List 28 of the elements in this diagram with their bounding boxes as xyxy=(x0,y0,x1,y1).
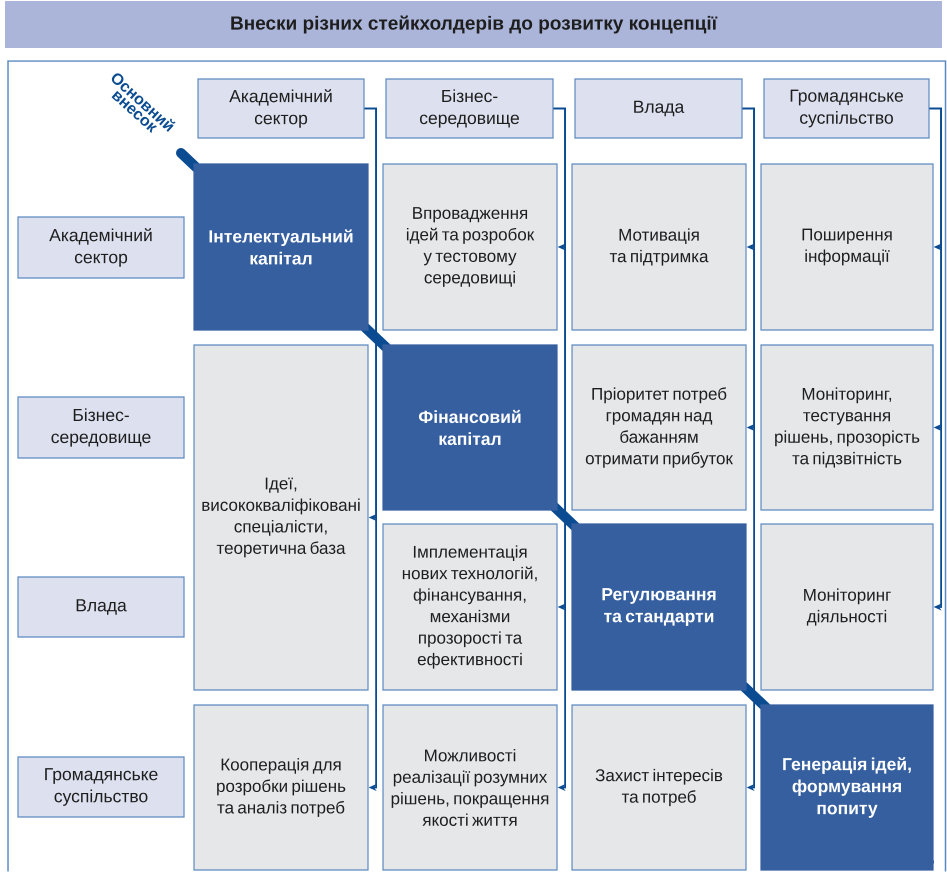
contribution-box: Поширення інформації xyxy=(760,163,934,331)
header-box: Академічний сектор xyxy=(17,216,185,279)
highlighted-box: Фінансовий капітал xyxy=(382,344,558,511)
arrow xyxy=(930,108,942,611)
contribution-box: Мотивація та підтримка xyxy=(571,163,747,331)
highlighted-box: Генерація ідей, формування попиту xyxy=(760,704,934,871)
header-box: Влада xyxy=(17,576,185,638)
arrow xyxy=(742,108,755,792)
header-box: Академічний сектор xyxy=(197,78,365,139)
contribution-box: Імплементація нових технологій, фінансування, механізми прозорості та ефективності xyxy=(382,523,558,691)
contribution-box: Кооперація для розробки рішень та аналіз потреб xyxy=(193,704,369,871)
header-box: Влада xyxy=(574,78,743,139)
contribution-box: Моніторинг діяльності xyxy=(760,523,934,691)
contribution-box: Можливості реалізації розумних рішень, покращення якості життя xyxy=(382,704,558,871)
contribution-box: Впровадження ідей та розробок у тестовому середовищі xyxy=(382,163,558,331)
arrow xyxy=(554,108,566,792)
header-box: Громадянське суспільство xyxy=(17,756,185,818)
title-band: Внески різних стейкхолдерів до розвитку концепції xyxy=(5,1,942,48)
contribution-box: Захист інтересів та потреб xyxy=(571,704,747,871)
contribution-box: Пріоритет потреб громадян над бажанням отримати прибуток xyxy=(571,344,747,511)
contribution-box: Ідеї, висококваліфіковані спеціалісти, теоретична база xyxy=(193,344,369,691)
header-box: Громадянське суспільство xyxy=(763,78,930,139)
arrow xyxy=(364,108,377,792)
highlighted-box: Інтелектуальний капітал xyxy=(193,163,369,331)
contribution-box: Моніторинг, тестування рішень, прозорість та підзвітність xyxy=(760,344,934,511)
highlighted-box: Регулювання та стандарти xyxy=(571,523,747,691)
header-box: Бізнес-середовище xyxy=(17,396,185,459)
header-box: Бізнес-середовище xyxy=(385,78,554,139)
